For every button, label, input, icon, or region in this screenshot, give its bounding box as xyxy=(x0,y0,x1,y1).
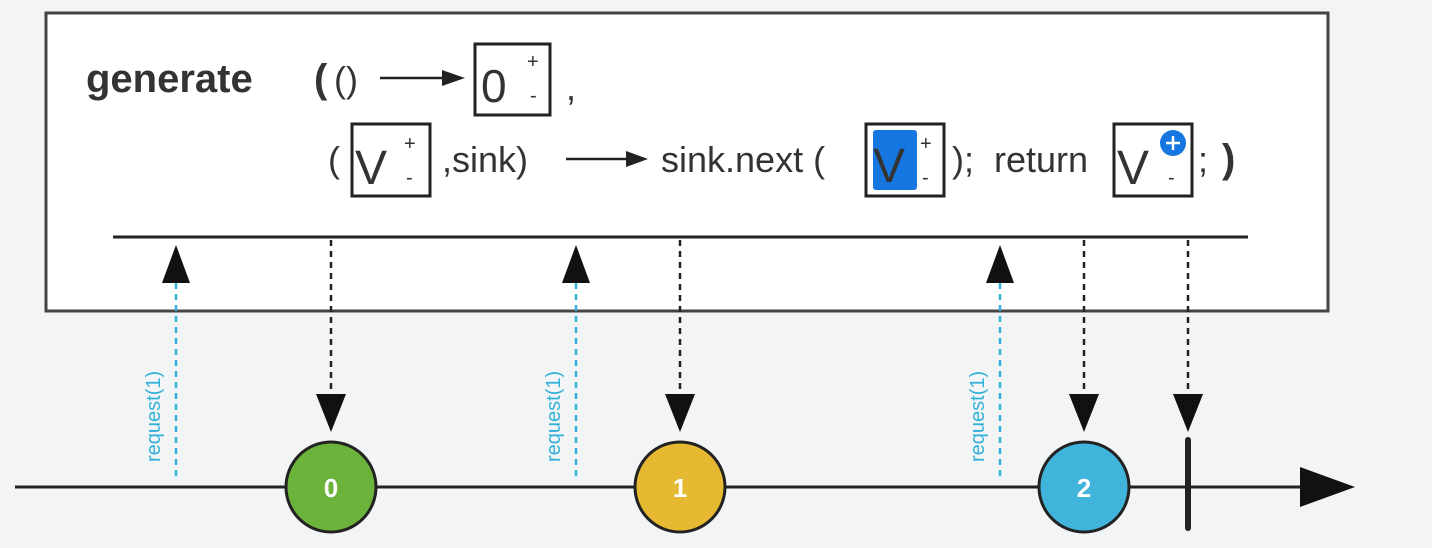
operator-open-paren: ( xyxy=(314,57,328,101)
operator-close-paren: ) xyxy=(1222,137,1235,181)
generator-open-paren: ( xyxy=(328,139,340,180)
timeline-arrowhead xyxy=(1300,467,1355,507)
request-arrow: request(1) xyxy=(543,245,590,476)
emission-arrow xyxy=(316,240,346,432)
request-label: request(1) xyxy=(543,371,565,462)
request-label: request(1) xyxy=(143,371,165,462)
return-var: V xyxy=(1117,142,1149,195)
request-arrow: request(1) xyxy=(143,245,190,476)
request-label: request(1) xyxy=(967,371,989,462)
marble-circle xyxy=(1037,440,1131,534)
marble-label: 1 xyxy=(673,473,687,503)
marble-circle xyxy=(633,440,727,534)
sink-close: ); xyxy=(952,139,974,180)
completion-arrow xyxy=(1173,240,1203,432)
initial-state-args: () xyxy=(334,59,358,100)
comma: , xyxy=(566,67,576,108)
generator-arrow xyxy=(566,151,648,167)
operator-name: generate xyxy=(86,57,253,101)
marble: 2 xyxy=(1037,440,1131,534)
minus-sign: - xyxy=(530,85,537,107)
initial-state-box xyxy=(473,42,552,117)
initial-state-value: 0 xyxy=(481,60,507,112)
return-keyword: return xyxy=(994,139,1088,180)
marble: 1 xyxy=(633,440,727,534)
initial-state-arrow xyxy=(380,70,465,86)
sink-param: ,sink) xyxy=(442,139,528,180)
minus-sign: - xyxy=(922,167,929,189)
minus-sign: - xyxy=(1168,167,1175,189)
marble: 0 xyxy=(284,440,378,534)
request-arrow: request(1) xyxy=(967,245,1014,476)
plus-sign: + xyxy=(527,51,539,73)
marble-label: 2 xyxy=(1077,473,1091,503)
statement-terminator: ; xyxy=(1198,139,1208,180)
marble-label: 0 xyxy=(324,473,338,503)
emitted-value-highlight xyxy=(873,130,917,190)
state-var-box xyxy=(350,122,432,198)
emission-arrow xyxy=(1069,240,1099,432)
plus-sign: + xyxy=(920,133,932,155)
emitted-value-var: V xyxy=(873,140,905,193)
emission-arrow xyxy=(665,240,695,432)
minus-sign: - xyxy=(406,167,413,189)
state-var: V xyxy=(355,142,387,195)
marble-circle xyxy=(284,440,378,534)
increment-icon xyxy=(1160,130,1186,156)
plus-sign: + xyxy=(404,133,416,155)
sink-next-call: sink.next ( xyxy=(661,139,825,180)
